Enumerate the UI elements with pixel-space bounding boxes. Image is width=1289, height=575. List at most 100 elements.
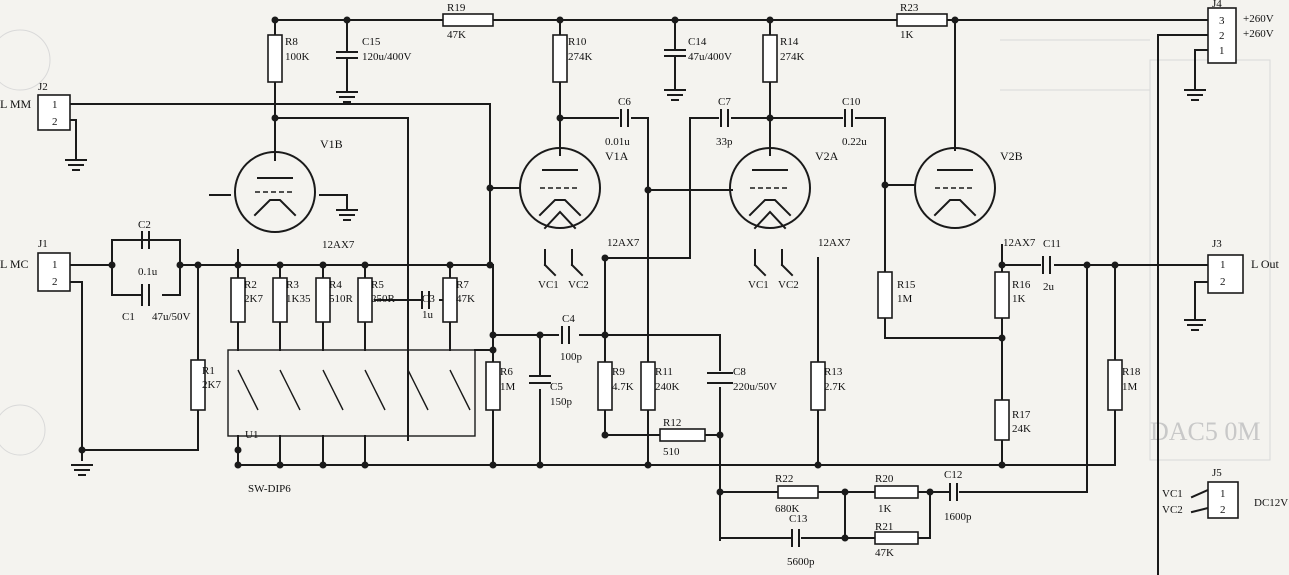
label-r2-value: 2K7 [244,293,263,305]
label-v2a: V2A [815,149,839,163]
label-r13: R13 [824,366,843,378]
resistor-r20 [874,485,919,499]
capacitor-c15 [336,39,358,71]
resistor-r14 [762,34,778,83]
resistors [190,13,1123,545]
junction-dots [78,16,1119,542]
label-j4-pin3: 3 [1219,15,1225,27]
label-c12: C12 [944,469,962,481]
ground-icon [336,209,358,221]
wires [69,19,1210,575]
label-r12: R12 [663,417,681,429]
label-j1: J1 [38,238,48,250]
label-r12-value: 510 [663,446,680,458]
label-j3: J3 [1212,238,1222,250]
label-vc2-dc: VC2 [1162,504,1183,516]
label-c3: C3 [422,293,435,305]
label-r20: R20 [875,473,894,485]
vacuum-tubes [234,147,996,233]
label-c1-value: 47u/50V [152,311,191,323]
connector-j3 [1207,254,1244,294]
capacitor-c11 [1042,256,1051,274]
label-r11: R11 [655,366,673,378]
label-r7-value: 47K [456,293,475,305]
label-r22: R22 [775,473,793,485]
label-c12-value: 1600p [944,511,972,523]
capacitor-c14 [664,39,686,69]
label-c4: C4 [562,313,575,325]
label-j3-pin1: 1 [1220,259,1226,271]
label-vc2-a: VC2 [568,279,589,291]
label-tube-type-3: 12AX7 [818,237,851,249]
label-c5-value: 150p [550,396,573,408]
tube-v2b [914,147,996,229]
label-u1: U1 [245,429,258,441]
connector-j1 [37,252,71,292]
resistor-r3 [272,277,288,323]
label-r18-value: 1M [1122,381,1138,393]
label-r1-value: 2K7 [202,379,221,391]
label-v1b: V1B [320,137,343,151]
resistor-r22 [777,485,819,499]
label-c7: C7 [718,96,731,108]
label-r10-value: 274K [568,51,593,63]
connector-j2 [37,94,71,131]
label-tube-type-2: 12AX7 [607,237,640,249]
label-c4-value: 100p [560,351,583,363]
label-r9-value: 4.7K [612,381,634,393]
label-r21: R21 [875,521,893,533]
label-vc1-a: VC1 [538,279,559,291]
label-r20-value: 1K [878,503,892,515]
label-j5-pin2: 2 [1220,504,1226,516]
resistor-r21 [874,531,919,545]
tube-v1b [234,151,316,233]
resistor-r7 [442,277,458,323]
label-r17: R17 [1012,409,1031,421]
label-r17-value: 24K [1012,423,1031,435]
label-j5: J5 [1212,467,1222,479]
capacitor-c4 [561,326,570,344]
resistor-r13 [810,361,826,411]
background-bleed: DAC5 0M [0,29,1271,461]
label-r4: R4 [329,279,342,291]
capacitor-c10 [844,109,853,127]
label-output: L Out [1251,257,1280,271]
label-c10-value: 0.22u [842,136,867,148]
capacitor-c13 [791,529,800,547]
label-c2-value: 0.1u [138,266,158,278]
label-c13-value: 5600p [787,556,815,568]
resistor-r8 [267,34,283,83]
capacitor-c1 [141,284,150,306]
label-j3-pin2: 2 [1220,276,1226,288]
resistor-r17 [994,399,1010,441]
capacitor-c12 [949,483,958,501]
label-vc2-b: VC2 [778,279,799,291]
resistor-r6 [485,361,501,411]
capacitors [141,39,1051,547]
label-c7-value: 33p [716,136,733,148]
label-r19-value: 47K [447,29,466,41]
label-c6: C6 [618,96,631,108]
label-v2b: V2B [1000,149,1023,163]
label-j4-pin2: 2 [1219,30,1225,42]
label-r14: R14 [780,36,799,48]
label-j1-pin1: 1 [52,259,58,271]
label-r5: R5 [371,279,384,291]
label-vc1-b: VC1 [748,279,769,291]
label-r13-value: 2.7K [824,381,846,393]
resistor-r2 [230,277,246,323]
ground-icon [1184,319,1206,331]
label-r16-value: 1K [1012,293,1026,305]
ground-icon [71,464,93,476]
label-r19: R19 [447,2,466,14]
label-input-mc: L MC [0,257,29,271]
label-j2-pin2: 2 [52,116,58,128]
label-dc-supply: DC12V [1254,497,1288,509]
label-supply-a: +260V [1243,13,1274,25]
ground-icon [664,89,686,101]
resistor-r19 [442,13,494,27]
label-r10: R10 [568,36,587,48]
label-r8-value: 100K [285,51,310,63]
